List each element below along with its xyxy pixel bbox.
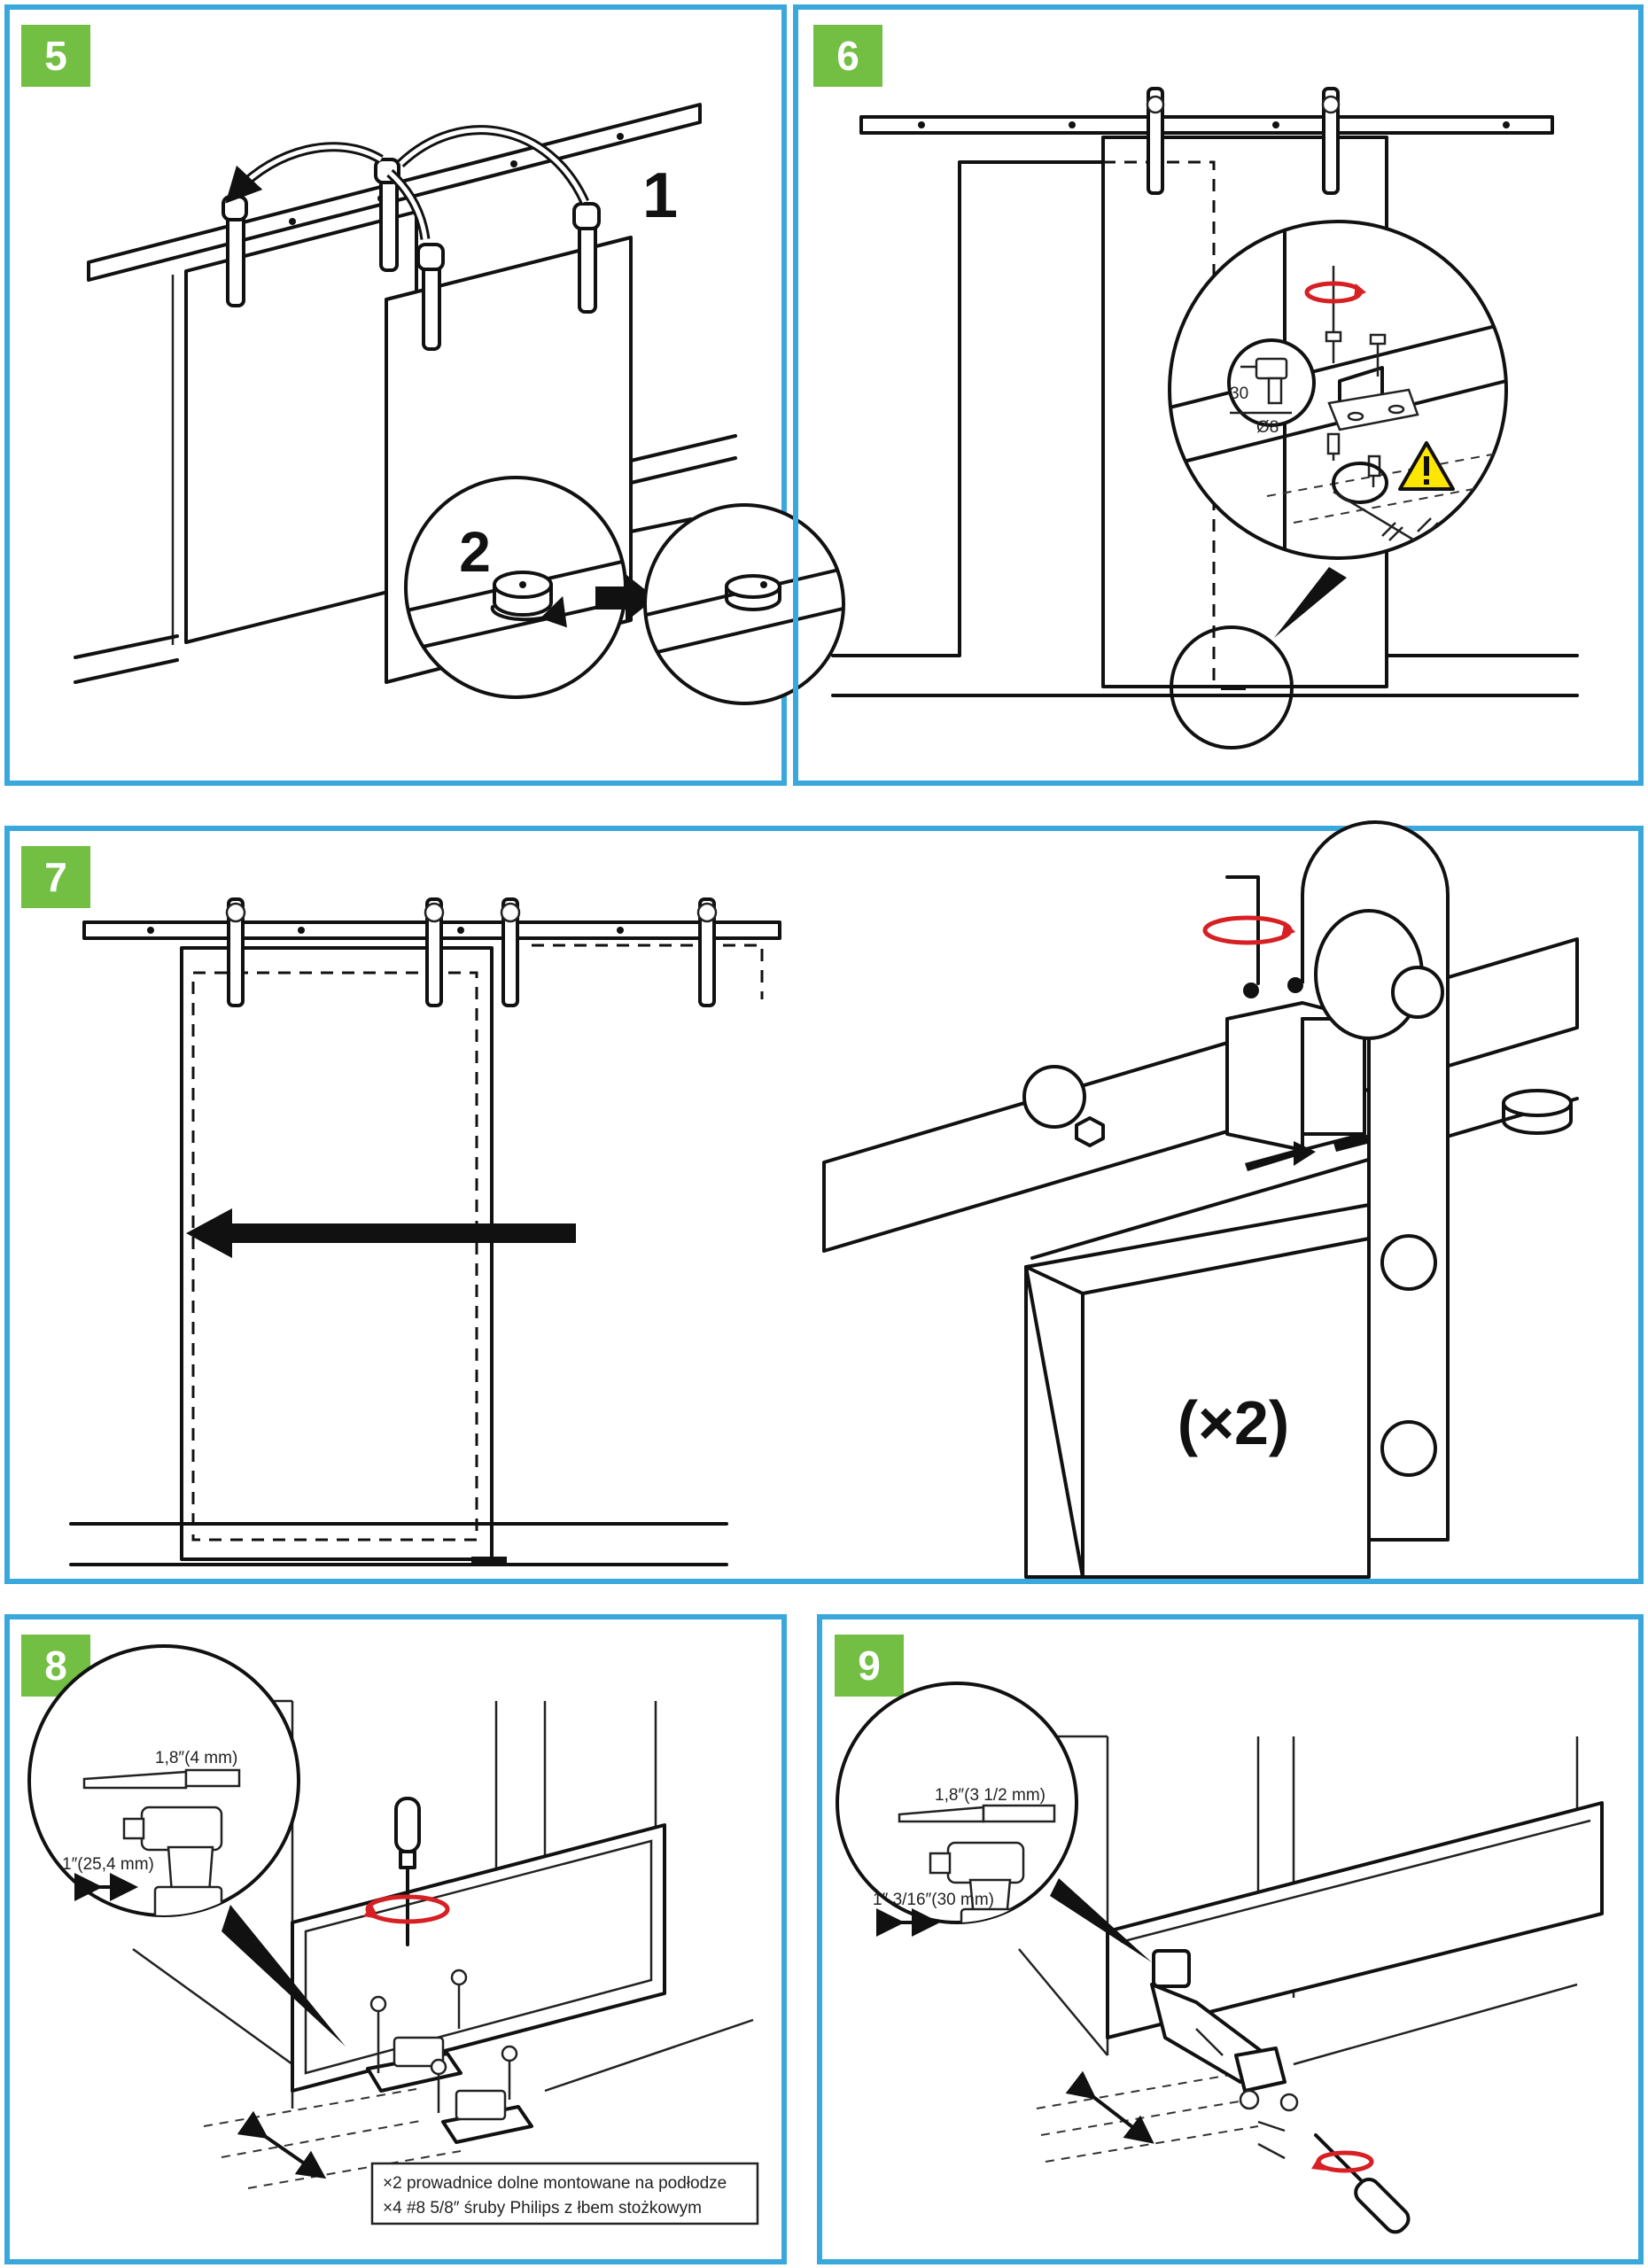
quantity-label: (×2)	[1178, 1388, 1289, 1457]
step-6-number: 6	[836, 33, 859, 79]
drill-bit-label: 1,8″(3 1/2 mm)	[935, 1786, 1046, 1805]
step-5-number: 5	[44, 33, 67, 79]
step-6-badge	[813, 25, 882, 87]
arrow-left-icon	[186, 1208, 232, 1258]
step-9-badge	[835, 1635, 904, 1697]
substep-1-label: 1	[642, 160, 678, 231]
screwdriver-icon	[1314, 2133, 1411, 2234]
step-7-badge	[21, 846, 90, 908]
step-5-panel: 5 1	[4, 4, 845, 786]
rotation-arrow-icon	[365, 1894, 450, 1924]
step-5-badge	[21, 25, 90, 87]
step-7-number: 7	[44, 854, 67, 900]
drill-diameter-label: Ø8	[1256, 418, 1279, 437]
floor-guide-focus-circle	[1170, 625, 1294, 750]
drill-depth-label: 30	[1230, 384, 1248, 403]
parts-caption-line-2: ×4 #8 5/8″ śruby Philips z łbem stożkowy…	[383, 2199, 702, 2218]
step-8-panel: 8	[4, 1614, 787, 2264]
hex-key-icon	[1225, 875, 1260, 985]
parts-caption-line-1: ×2 prowadnice dolne montowane na podłodz…	[383, 2174, 727, 2193]
arrow-right-icon	[595, 574, 656, 622]
drill-bit-label: 1,8″(4 mm)	[155, 1749, 237, 1767]
drill-depth-label: 1″(25,4 mm)	[62, 1855, 154, 1874]
step-8-number: 8	[44, 1643, 67, 1689]
drill-icon	[898, 1804, 1056, 1922]
adjust-left-arrow-icon	[1245, 1141, 1316, 1171]
rotation-arrow-icon	[1316, 2150, 1374, 2173]
rotation-arrow-icon	[490, 595, 567, 628]
screwdriver-icon	[394, 1797, 421, 1946]
parts-caption-box	[370, 2162, 759, 2225]
step-6-panel: 6	[793, 4, 1644, 786]
drill-bit-icon	[82, 1770, 188, 1790]
step-9-panel: 9	[817, 1614, 1644, 2264]
drill-depth-label: 1″ 3/16″(30 mm)	[873, 1891, 994, 1909]
substep-2-label: 2	[459, 520, 491, 584]
step-7-panel: 7	[4, 820, 1644, 1584]
step-9-number: 9	[858, 1643, 881, 1689]
rotation-arrow-icon	[1202, 915, 1293, 945]
